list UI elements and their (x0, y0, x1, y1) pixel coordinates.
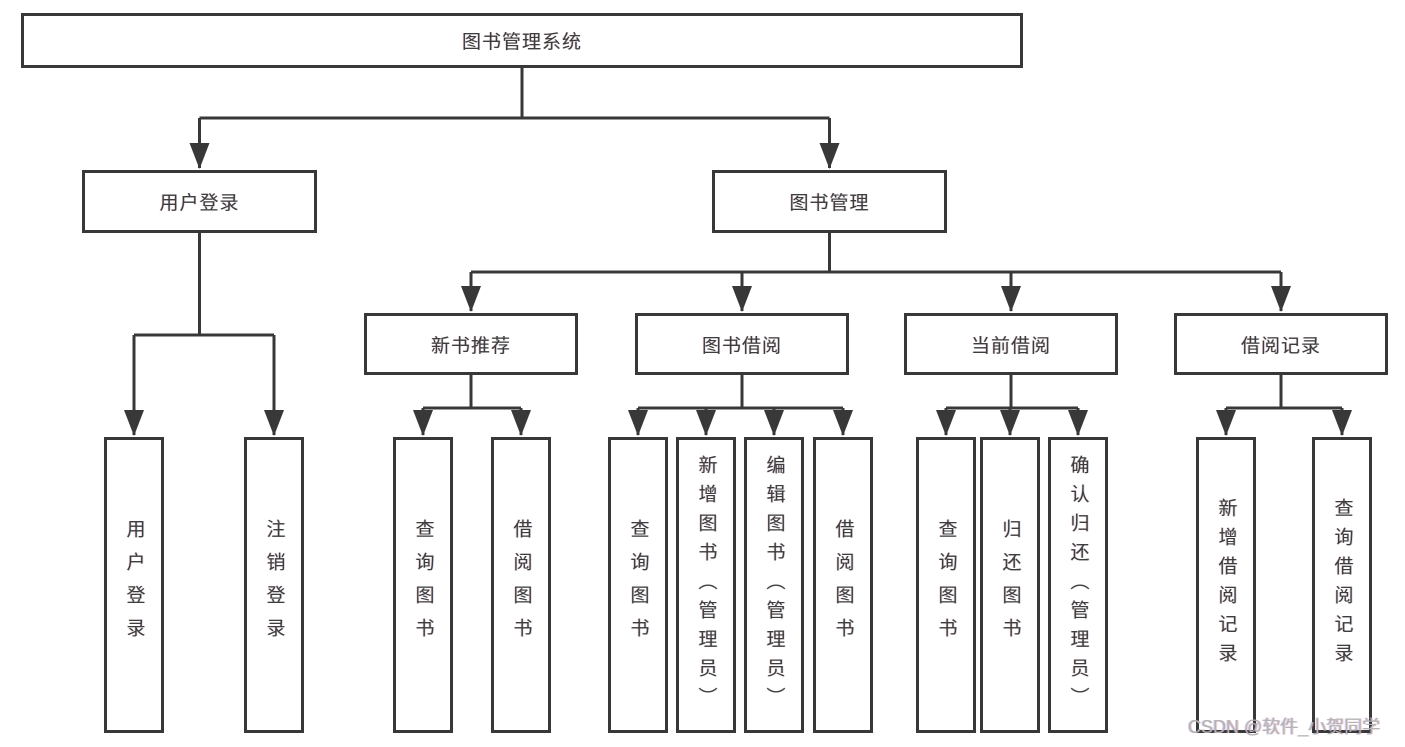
node-label: 新增借阅记录 (1215, 498, 1237, 672)
node-label: 图书借阅 (701, 335, 782, 357)
node-label: 借阅图书 (510, 519, 532, 651)
node-label: 图书管理系统 (461, 32, 582, 53)
node-book-management: 图书管理 (712, 170, 947, 233)
node-label: 当前借阅 (970, 335, 1051, 357)
node-borrow-records: 借阅记录 (1174, 313, 1388, 375)
node-leaf-query-books-current: 查询图书 (916, 437, 976, 733)
node-leaf-borrow-books-recommend: 借阅图书 (491, 437, 551, 733)
node-label: 注销登录 (263, 519, 285, 651)
node-label: 查询图书 (627, 519, 649, 651)
node-label: 查询图书 (935, 519, 957, 651)
node-label: 查询图书 (412, 519, 434, 651)
csdn-watermark: CSDN @软件_小贺同学 (1188, 717, 1381, 737)
node-label: 编辑图书（管理员） (763, 454, 785, 716)
node-label: 归还图书 (999, 519, 1021, 651)
node-leaf-logout: 注销登录 (244, 437, 304, 733)
node-leaf-query-books-borrow: 查询图书 (608, 437, 668, 733)
node-leaf-confirm-return-admin: 确认归还（管理员） (1048, 437, 1108, 733)
node-label: 图书管理 (789, 193, 870, 214)
node-user-login: 用户登录 (82, 170, 317, 233)
node-leaf-edit-book-admin: 编辑图书（管理员） (744, 437, 804, 733)
node-label: 借阅图书 (832, 519, 854, 651)
node-leaf-add-book-admin: 新增图书（管理员） (676, 437, 736, 733)
node-current-borrowing: 当前借阅 (904, 313, 1118, 375)
node-label: 用户登录 (159, 193, 240, 214)
node-label: 查询借阅记录 (1331, 498, 1353, 672)
node-library-management-system: 图书管理系统 (21, 13, 1023, 68)
node-new-book-recommend: 新书推荐 (364, 313, 578, 375)
node-leaf-return-book: 归还图书 (980, 437, 1040, 733)
node-label: 确认归还（管理员） (1067, 454, 1089, 716)
node-leaf-borrow-books: 借阅图书 (813, 437, 873, 733)
node-leaf-add-borrow-record: 新增借阅记录 (1196, 437, 1256, 733)
node-label: 新增图书（管理员） (695, 454, 717, 716)
node-book-borrowing: 图书借阅 (635, 313, 849, 375)
node-label: 新书推荐 (430, 335, 511, 357)
node-leaf-query-books-recommend: 查询图书 (393, 437, 453, 733)
node-leaf-query-borrow-record: 查询借阅记录 (1312, 437, 1372, 733)
node-label: 借阅记录 (1240, 335, 1321, 357)
node-label: 用户登录 (123, 519, 145, 651)
node-leaf-user-login: 用户登录 (104, 437, 164, 733)
